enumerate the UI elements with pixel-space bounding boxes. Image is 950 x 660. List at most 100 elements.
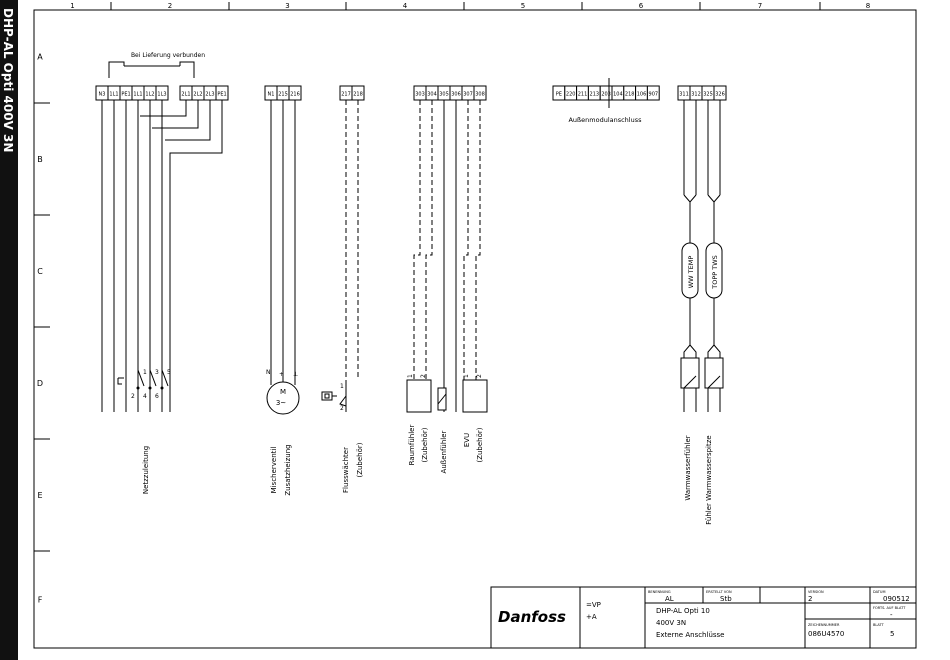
terminal-label: 216 <box>290 92 300 98</box>
terminal-label: 311 <box>679 92 689 98</box>
desc-line-2: 400V 3N <box>656 619 686 627</box>
value-blatt: 5 <box>890 630 894 638</box>
bridge-wire <box>169 100 223 412</box>
hw-probe-label: WW TEMP <box>687 256 695 289</box>
terminal-label: 217 <box>341 92 351 98</box>
danfoss-logo: Danfoss <box>498 608 566 626</box>
bridge-wire <box>165 100 211 141</box>
terminal-label: 215 <box>278 92 288 98</box>
hw-lead <box>683 344 691 412</box>
switch-arm <box>117 378 122 385</box>
column-label: 5 <box>521 2 525 10</box>
room-sensor-box <box>406 379 432 413</box>
row-label: C <box>37 267 43 276</box>
code-vp: =VP <box>586 601 601 609</box>
contact-number: 5 <box>167 369 171 376</box>
hw-lead <box>707 344 715 412</box>
switch-contact <box>161 369 169 387</box>
motor-label: 3~ <box>276 399 286 407</box>
terminal-cell <box>646 85 660 101</box>
evu-box <box>462 379 488 413</box>
outdoor-module-label: Außenmodulanschluss <box>568 116 642 124</box>
motor-symbol <box>266 381 300 415</box>
column-label: 6 <box>639 2 644 10</box>
hdr-blatt: BLATT <box>873 623 885 627</box>
value-zeichennummer: 086U4570 <box>808 630 844 638</box>
hw-sensor-slash <box>683 375 697 389</box>
room-wire <box>413 100 421 380</box>
terminal-label: 1L1 <box>133 92 142 98</box>
label-raumfuehler-zubehoer: (Zubehör) <box>421 427 429 462</box>
terminal-label: 307 <box>463 92 473 98</box>
row-label: E <box>37 491 42 500</box>
value-benennung: AL <box>665 595 674 603</box>
terminal-label: PE1 <box>217 92 226 98</box>
value-forts: - <box>890 611 893 619</box>
contact-number: ⊥ <box>293 371 298 378</box>
column-label: 7 <box>758 2 762 10</box>
outdoor-sensor-slash <box>437 393 447 405</box>
motor-label: M <box>280 388 286 396</box>
column-label: 2 <box>168 2 172 10</box>
bracket-note: Bei Lieferung verbunden <box>131 52 205 59</box>
terminal-label: 106 <box>637 92 647 98</box>
label-evu-zubehoer: (Zubehör) <box>476 427 484 462</box>
label-flusswaechter: Flusswächter <box>342 447 350 493</box>
flow-contact <box>339 395 347 407</box>
terminal-label: 2L1 <box>181 92 190 98</box>
contact-number: + <box>279 371 284 378</box>
hdr-datum: DATUM <box>873 590 885 594</box>
column-label: 1 <box>70 2 74 10</box>
terminal-label: 2L2 <box>193 92 202 98</box>
contact-number: 4 <box>143 393 147 400</box>
hdr-erstellt: ERSTELLT VON <box>706 590 732 594</box>
terminal-label: 1L2 <box>145 92 154 98</box>
label-warmwasserspitze: Fühler Warmwasserspitze <box>705 435 713 524</box>
desc-line-3: Externe Anschlüsse <box>656 631 724 639</box>
hw-sensor-2 <box>704 357 724 389</box>
contact-number: 1 <box>407 374 414 378</box>
terminal-label: N1 <box>268 92 275 98</box>
flow-switch-inner <box>324 393 330 399</box>
label-evu: EVU <box>463 433 471 447</box>
terminal-label: 211 <box>578 92 588 98</box>
hw-twist <box>683 194 697 203</box>
contact-number: 2 <box>420 374 427 378</box>
terminal-label: 306 <box>451 92 461 98</box>
terminal-label: PE1 <box>121 92 130 98</box>
bridge-wire <box>152 100 199 129</box>
room-wire <box>425 100 433 380</box>
terminal-label: 203 <box>601 92 611 98</box>
drawing-frame <box>33 2 917 649</box>
value-datum: 090512 <box>883 595 910 603</box>
switch-contact <box>149 369 157 387</box>
desc-line-1: DHP-AL Opti 10 <box>656 607 710 615</box>
column-label: 8 <box>866 2 870 10</box>
terminal-label: 2L3 <box>205 92 214 98</box>
hw-sensor-1 <box>680 357 700 389</box>
hw-lead <box>689 344 697 412</box>
switch-node <box>148 386 152 390</box>
bridge-wire <box>140 100 187 117</box>
terminal-label: 312 <box>691 92 701 98</box>
hdr-version: VERSION <box>808 590 824 594</box>
hw-twist <box>707 194 721 203</box>
hw-probe-label: TOPP TWS <box>711 255 719 290</box>
evu-wire <box>463 100 469 380</box>
hdr-benennung: BENENNUNG <box>648 590 671 594</box>
label-warmwasserfuehler: Warmwasserfühler <box>684 435 692 500</box>
hdr-forts: FORTS. AUF BLATT <box>873 606 906 610</box>
contact-number: 2 <box>340 405 344 412</box>
contact-number: 2 <box>476 374 483 378</box>
terminal-label: 308 <box>475 92 485 98</box>
